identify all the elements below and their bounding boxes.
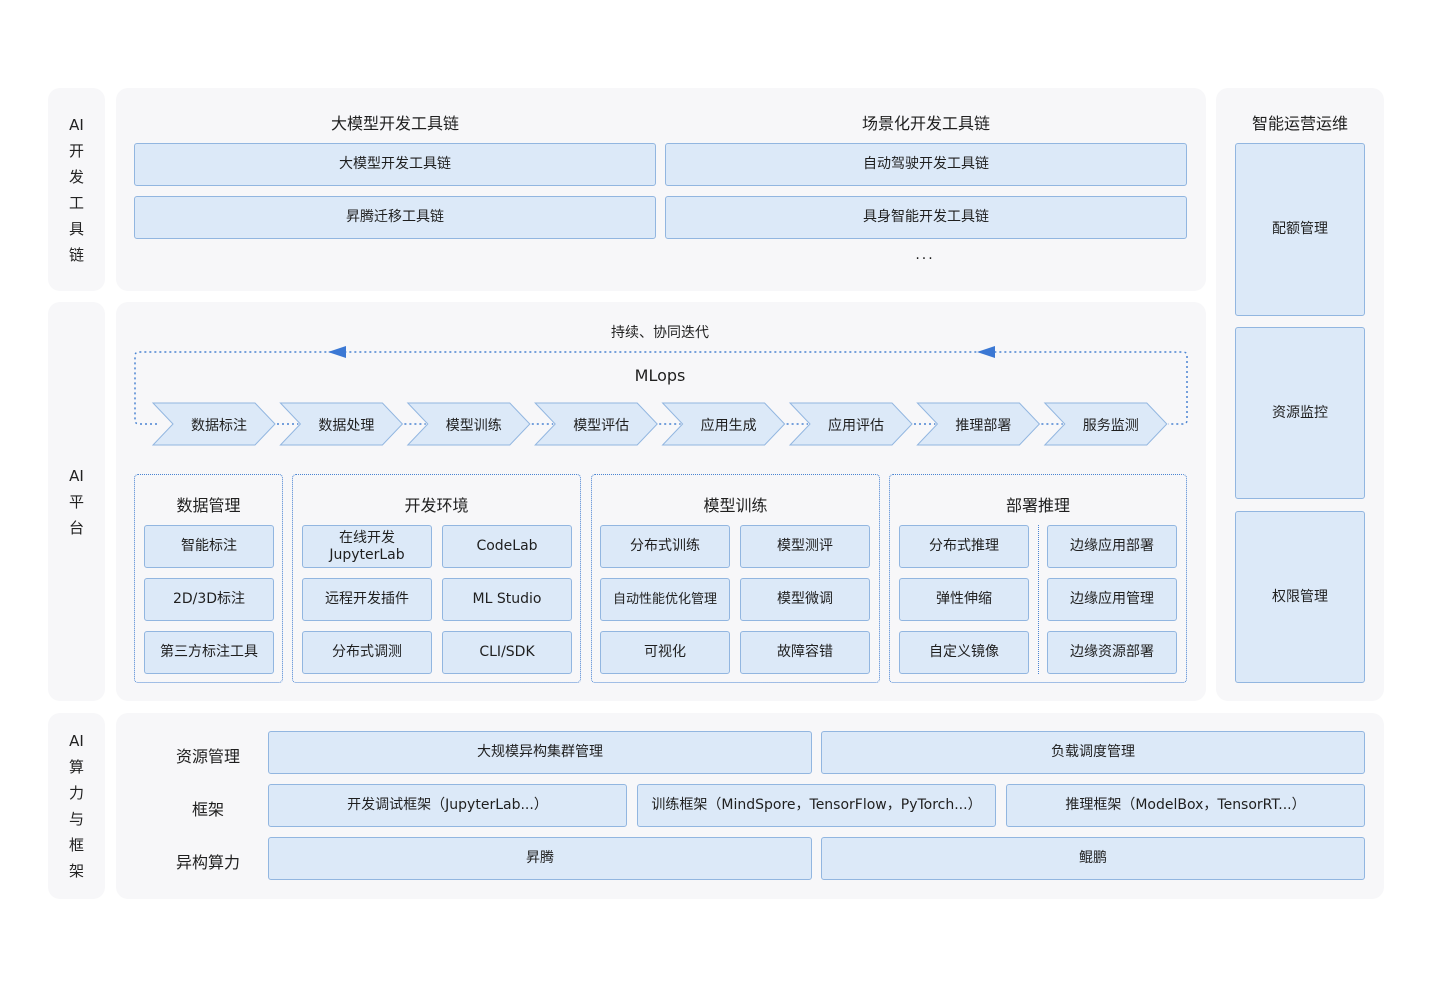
module-deploy-item[interactable]: 边缘应用部署 (1047, 525, 1177, 568)
toolchain-more-ellipsis: ... (915, 247, 935, 263)
compute-row-label: 框架 (191, 800, 224, 819)
module-dev-item[interactable]: CLI/SDK (442, 631, 572, 674)
mlops-step-label: 数据处理 (318, 418, 375, 434)
module-deploy-divider (1038, 525, 1039, 674)
mlops-step-label: 模型评估 (573, 418, 630, 434)
module-data-title: 数据管理 (176, 496, 241, 515)
module-dev-item[interactable]: 远程开发插件 (302, 578, 432, 621)
compute-label-char: 算 (68, 758, 84, 776)
module-deploy-item[interactable]: 分布式推理 (899, 525, 1029, 568)
mlops-step-label: 应用评估 (828, 418, 884, 434)
devtools-label-char: 发 (68, 167, 84, 186)
module-train-item[interactable]: 模型测评 (740, 525, 870, 568)
toolchain-item[interactable]: 具身智能开发工具链 (665, 196, 1187, 239)
module-deploy (889, 474, 1187, 683)
mlops-step-label: 模型训练 (445, 418, 502, 434)
module-data (134, 474, 283, 683)
devtools-label-char: AI (69, 115, 84, 134)
module-deploy-item[interactable]: 边缘应用管理 (1047, 578, 1177, 621)
compute-hardware-item[interactable]: 鲲鹏 (821, 837, 1365, 880)
compute-label-char: 框 (68, 836, 84, 854)
toolchain-panel (116, 88, 1206, 291)
module-deploy-title: 部署推理 (1005, 496, 1070, 515)
mlops-step-label: 服务监测 (1082, 418, 1139, 434)
platform-label-char: AI (69, 466, 84, 485)
module-dev-item[interactable]: 分布式调测 (302, 631, 432, 674)
ops-item-monitor[interactable]: 资源监控 (1235, 327, 1365, 499)
module-train-item[interactable]: 分布式训练 (600, 525, 730, 568)
toolchain-col2-title: 场景化开发工具链 (861, 114, 990, 133)
module-dev-item[interactable]: ML Studio (442, 578, 572, 621)
compute-row-label: 资源管理 (175, 747, 240, 766)
module-dev-item[interactable]: 在线开发 JupyterLab (302, 525, 432, 568)
compute-framework-item[interactable]: 开发调试框架（JupyterLab...） (268, 784, 627, 827)
compute-resource-item[interactable]: 大规模异构集群管理 (268, 731, 812, 774)
module-dev (292, 474, 581, 683)
compute-label-char: AI (69, 732, 84, 750)
compute-label-char: 与 (68, 810, 84, 828)
platform-label-char: 平 (68, 492, 84, 511)
compute-resource-item[interactable]: 负载调度管理 (821, 731, 1365, 774)
mlops-step-label: 推理部署 (955, 418, 1012, 434)
devtools-label-char: 开 (68, 141, 84, 160)
module-dev-item-line1: 在线开发 (339, 529, 395, 546)
module-dev-title: 开发环境 (404, 496, 469, 515)
module-deploy-item[interactable]: 弹性伸缩 (899, 578, 1029, 621)
devtools-label-char: 具 (68, 219, 84, 238)
toolchain-item[interactable]: 自动驾驶开发工具链 (665, 143, 1187, 186)
platform-label-panel: AI 平 台 (48, 302, 105, 701)
module-data-item[interactable]: 第三方标注工具 (144, 631, 274, 674)
module-train-title: 模型训练 (703, 496, 768, 515)
module-dev-item[interactable]: CodeLab (442, 525, 572, 568)
compute-label-char: 力 (68, 784, 84, 802)
module-dev-item-line1: CLI/SDK (479, 644, 535, 660)
module-deploy-item[interactable]: 边缘资源部署 (1047, 631, 1177, 674)
module-data-item[interactable]: 2D/3D标注 (144, 578, 274, 621)
platform-label-char: 台 (68, 518, 84, 537)
toolchain-item[interactable]: 大模型开发工具链 (134, 143, 656, 186)
compute-hardware-item[interactable]: 昇腾 (268, 837, 812, 880)
devtools-label-char: 工 (68, 193, 84, 212)
compute-framework-item[interactable]: 训练框架（MindSpore，TensorFlow，PyTorch...） (637, 784, 996, 827)
module-dev-item-line1: ML Studio (472, 591, 542, 607)
mlops-step-label: 应用生成 (700, 418, 757, 434)
devtools-label-panel: AI 开 发 工 具 链 (48, 88, 105, 291)
compute-row-label: 异构算力 (175, 853, 240, 872)
mlops-step-label: 数据标注 (191, 418, 247, 434)
module-train-item[interactable]: 可视化 (600, 631, 730, 674)
ops-title: 智能运营运维 (1251, 114, 1348, 133)
module-train (591, 474, 880, 683)
compute-label-panel: AI 算 力 与 框 架 (48, 713, 105, 899)
module-train-item[interactable]: 自动性能优化管理 (600, 578, 730, 621)
toolchain-col1-title: 大模型开发工具链 (330, 114, 459, 133)
module-dev-item-line1: 远程开发插件 (325, 591, 409, 607)
module-dev-item-line1: CodeLab (476, 538, 538, 554)
devtools-label-char: 链 (68, 245, 84, 264)
module-data-item[interactable]: 智能标注 (144, 525, 274, 568)
ops-item-permission[interactable]: 权限管理 (1235, 511, 1365, 683)
toolchain-item[interactable]: 昇腾迁移工具链 (134, 196, 656, 239)
module-train-item[interactable]: 模型微调 (740, 578, 870, 621)
ops-item-quota[interactable]: 配额管理 (1235, 143, 1365, 316)
module-train-item[interactable]: 故障容错 (740, 631, 870, 674)
compute-label-char: 架 (68, 862, 84, 880)
mlops-loop-label: 持续、协同迭代 (611, 325, 709, 341)
compute-framework-item[interactable]: 推理框架（ModelBox，TensorRT...） (1006, 784, 1365, 827)
module-dev-item-line1: 分布式调测 (332, 644, 402, 660)
mlops-title: MLops (634, 366, 686, 385)
module-deploy-item[interactable]: 自定义镜像 (899, 631, 1029, 674)
module-dev-item-line2: JupyterLab (329, 546, 405, 563)
